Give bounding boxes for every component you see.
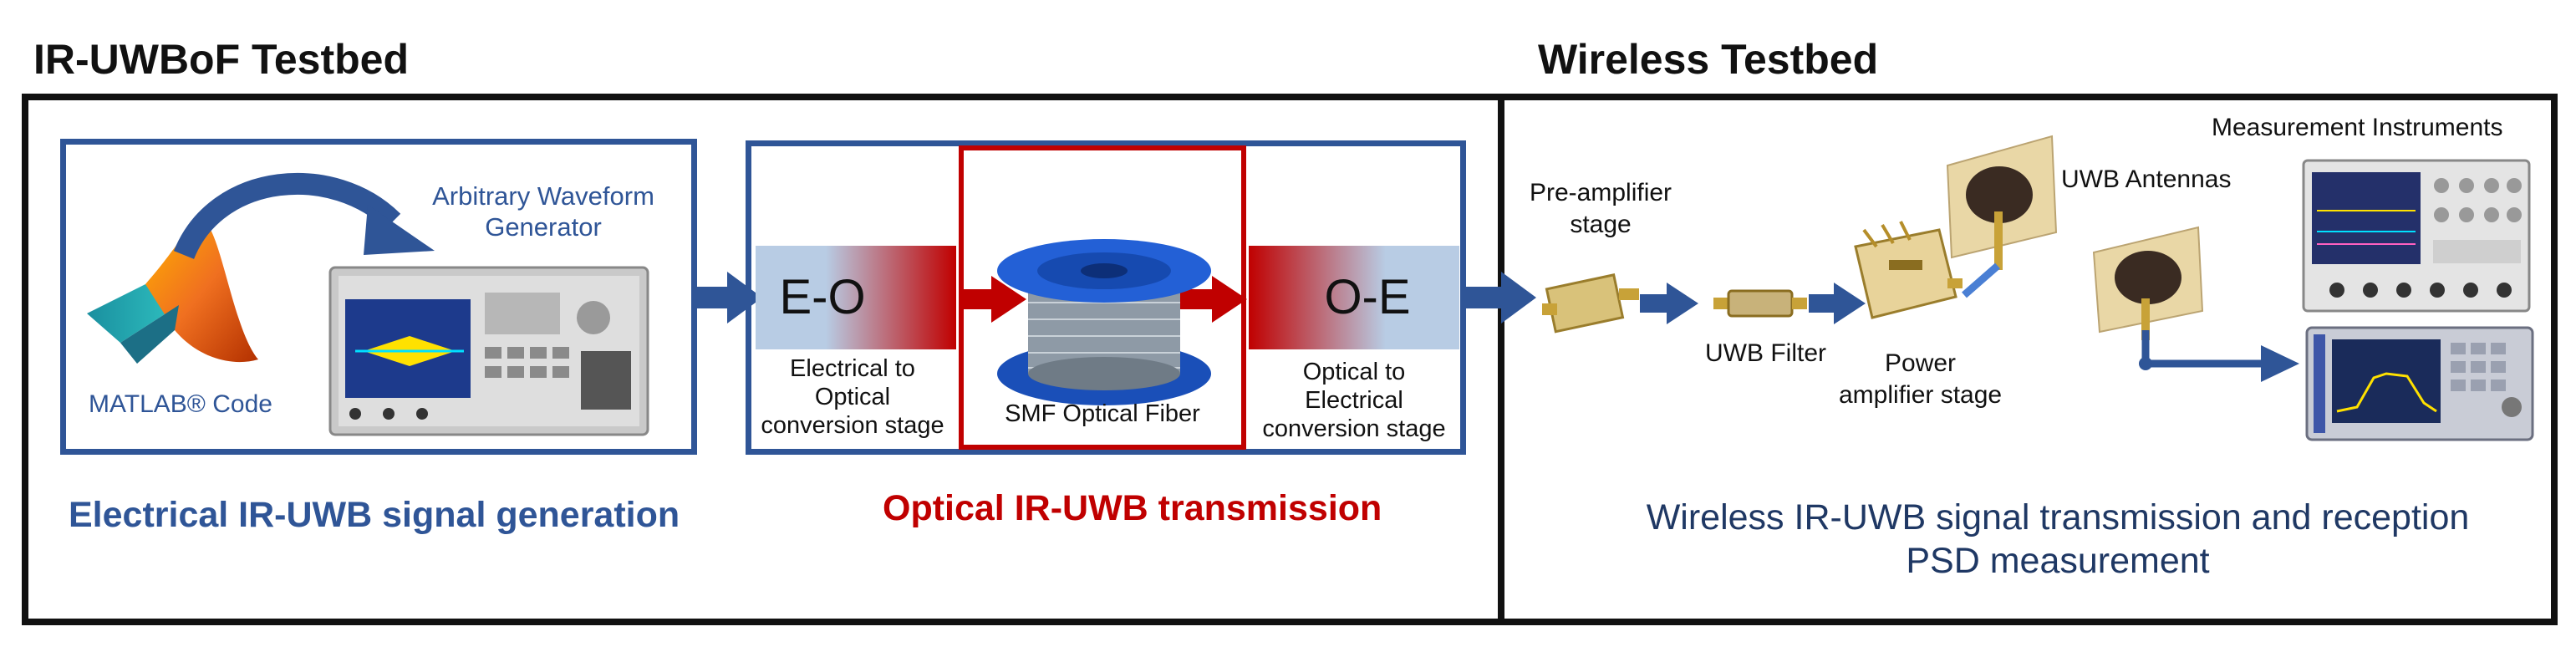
electrical-caption: Electrical IR-UWB signal generation	[69, 495, 680, 535]
preamp-icon	[1542, 273, 1639, 334]
wireless-frame	[1498, 94, 2558, 625]
awg-label: Arbitrary Waveform Generator	[432, 181, 654, 242]
oscilloscope-icon	[2302, 159, 2531, 313]
testbed-title: IR-UWBoF Testbed	[33, 36, 410, 83]
signal-generation-box	[60, 139, 697, 455]
filter-label: UWB Filter	[1705, 339, 1826, 367]
fiber-description: SMF Optical Fiber	[1005, 400, 1200, 427]
fiber-spool-icon	[997, 239, 1211, 405]
wireless-title: Wireless Testbed	[1538, 36, 1879, 83]
power-amp-label: Power amplifier stage	[1839, 349, 2003, 409]
optical-link-box	[746, 140, 1466, 455]
arrow-right-icon	[1466, 272, 1536, 323]
wireless-caption: Wireless IR-UWB signal transmission and …	[1646, 497, 2470, 581]
rx-antenna-icon	[2092, 226, 2204, 340]
antennas-label: UWB Antennas	[2061, 166, 2232, 193]
oe-label: O-E	[1324, 270, 1411, 324]
signal-path-arrow-icon	[2139, 330, 2299, 382]
preamp-label: Pre-amplifier stage	[1530, 179, 1672, 238]
eo-label: E-O	[779, 270, 866, 324]
matlab-logo-icon	[87, 221, 258, 364]
arrow-right-icon	[1640, 283, 1698, 324]
optical-caption: Optical IR-UWB transmission	[883, 488, 1382, 528]
power-amplifier-icon	[1854, 221, 1963, 319]
curved-arrow-icon	[173, 172, 435, 260]
eo-block	[756, 246, 956, 349]
matlab-label: MATLAB® Code	[89, 390, 272, 418]
uwb-filter-icon	[1713, 289, 1807, 318]
arrow-right-icon	[1809, 283, 1866, 324]
oe-block	[1249, 246, 1459, 349]
eo-description: Electrical to Optical conversion stage	[761, 355, 944, 440]
tx-antenna-icon	[1946, 135, 2058, 298]
instruments-label: Measurement Instruments	[2212, 114, 2503, 141]
spectrum-analyzer-icon	[2305, 326, 2534, 441]
arrow-right-red-icon	[1180, 276, 1247, 323]
waveform-generator-icon	[328, 266, 649, 436]
arrow-right-icon	[695, 272, 762, 323]
oe-description: Optical to Electrical conversion stage	[1262, 359, 1446, 443]
arrow-right-red-icon	[960, 276, 1026, 323]
